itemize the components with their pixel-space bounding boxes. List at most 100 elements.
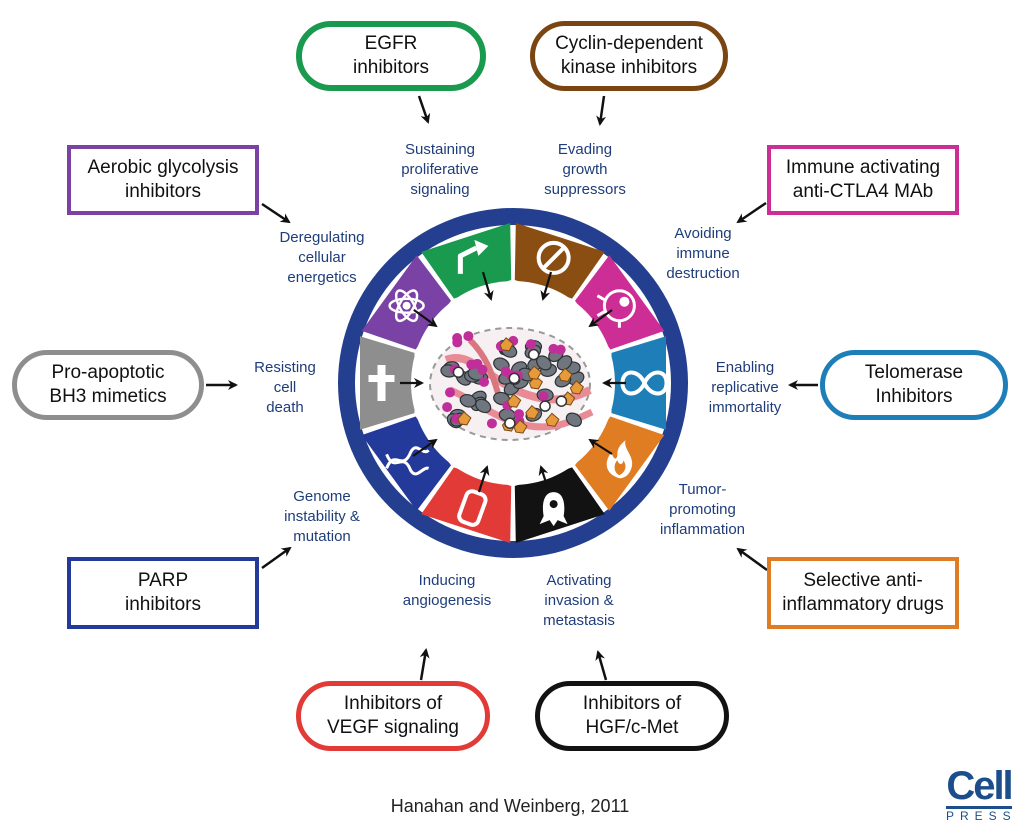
invading-cell-icon [539,492,568,527]
stromal-cell [513,419,528,434]
invading-cell-body [539,492,568,527]
immune-cell-dot [500,366,511,377]
drug-box-vegf: Inhibitors of VEGF signaling [296,681,490,751]
white-cell [504,417,516,429]
drug-box-hgf-cmet: Inhibitors of HGF/c-Met [535,681,729,751]
arrow-cdk [596,95,607,126]
immune-cell-dot [538,391,549,402]
hallmark-icons [368,239,669,527]
arrow-to-tumor-2 [588,309,613,328]
arrow-to-tumor-4 [588,438,613,455]
immune-cell-dot [486,418,497,429]
atom-icon [388,289,425,323]
prohibition-icon [536,240,571,275]
drug-box-anti-ctla4: Immune activating anti-CTLA4 MAb [767,145,959,215]
drug-box-bh3-mimetics: Pro-apoptotic BH3 mimetics [12,350,204,420]
arrows [206,95,818,681]
drug-box-glycolysis: Aerobic glycolysis inhibitors [67,145,259,215]
tumor-cell [565,412,582,427]
arrow-to-tumor-0 [481,271,494,301]
immune-cell-spikes [596,294,621,328]
atom-orbit-1 [394,289,419,323]
arrow-to-tumor-9 [413,309,438,328]
cross-vertical [377,365,386,401]
arrow-to-tumor-6 [477,465,490,493]
arrow-to-tumor-1 [540,271,553,301]
immune-cell-dot [452,337,463,348]
cell-press-logo: Cell PRESS [940,766,1018,823]
arrow-anti-ctla4 [736,201,767,224]
stromal-cell [457,411,472,426]
logo-press-text: PRESS [946,806,1012,823]
hallmark-label-evading: Evading growth suppressors [544,141,626,198]
arrow-anti-inflammatory [736,547,768,572]
prohibition-bar [542,246,566,270]
hallmark-label-cell-death: Resisting cell death [254,359,316,416]
flame-inner [614,460,626,476]
citation: Hanahan and Weinberg, 2011 [390,796,630,816]
hallmark-label-replicative: Enabling replicative immortality [708,359,782,416]
cross-horizontal [368,375,395,382]
hallmark-label-inflammation: Tumor- promoting inflammation [659,481,746,538]
prohibition-circle [536,240,571,275]
immune-cell-dot [514,409,525,420]
arrow-to-tumor-5 [538,465,551,493]
drug-box-cdk-inhibitors: Cyclin-dependent kinase inhibitors [530,21,728,91]
white-cell [527,348,540,361]
blood-vessel-icon [457,489,488,527]
infinity-icon [620,370,669,396]
stromal-cell [507,393,522,408]
stromal-cell [558,367,573,382]
immune-cell-dot [525,339,536,350]
dna-strand-b [385,453,430,476]
segment-angiogenesis [421,467,512,543]
drug-box-telomerase: Telomerase Inhibitors [820,350,1008,420]
white-cell [452,366,465,379]
hallmark-label-sustaining: Sustaining proliferative signaling [401,141,479,198]
stromal-cell [569,380,585,395]
atom-nucleus [402,301,411,310]
immune-cell-dot [477,364,488,375]
hallmark-label-angiogenesis: Inducing angiogenesis [402,572,492,609]
immune-cell-dot [548,343,559,354]
hallmark-label-invasion: Activating invasion & metastasis [543,572,615,629]
tumor-cell [459,393,477,408]
stromal-cell [525,404,540,420]
segment-evading [514,223,605,299]
arrow-head [474,239,489,256]
immune-cell-dot [463,331,474,342]
invading-cell-nucleus [549,500,558,509]
segment-replicative [611,336,667,430]
vessel-tube [457,489,488,527]
flame-icon [606,440,633,479]
immune-cell-dot [445,387,456,398]
immune-cell-nucleus [619,296,630,307]
dna-strand-a [385,446,430,469]
infinity-shape [620,370,669,396]
arrow-shaft [457,245,478,274]
arrow-egfr [417,95,431,124]
immune-cell-dot [442,402,453,413]
stromal-cell [499,337,514,352]
proliferation-arrow-icon [457,239,489,274]
dna-icon [385,446,430,476]
immune-cell-icon [596,289,636,328]
atom-orbit-2 [394,289,419,323]
stromal-cell [527,365,542,380]
arrow-to-tumor-7 [412,438,438,457]
white-cell [539,400,551,412]
drug-box-anti-inflammatory: Selective anti- inflammatory drugs [767,557,959,629]
segment-sustaining [421,223,512,299]
stromal-cell [545,412,560,427]
cross-icon [368,365,395,401]
white-cell [508,372,521,385]
segment-cell-death [359,336,415,430]
arrow-hgf [595,650,608,681]
arrow-vegf [419,648,430,681]
arrow-glycolysis [261,202,291,224]
atom-orbit-0 [388,297,425,314]
hallmark-label-genome: Genome instability & mutation [284,488,360,545]
immune-cell-dot [466,359,477,370]
immune-cell-dot [479,376,490,387]
hallmark-label-energetics: Deregulating cellular energetics [279,229,365,286]
